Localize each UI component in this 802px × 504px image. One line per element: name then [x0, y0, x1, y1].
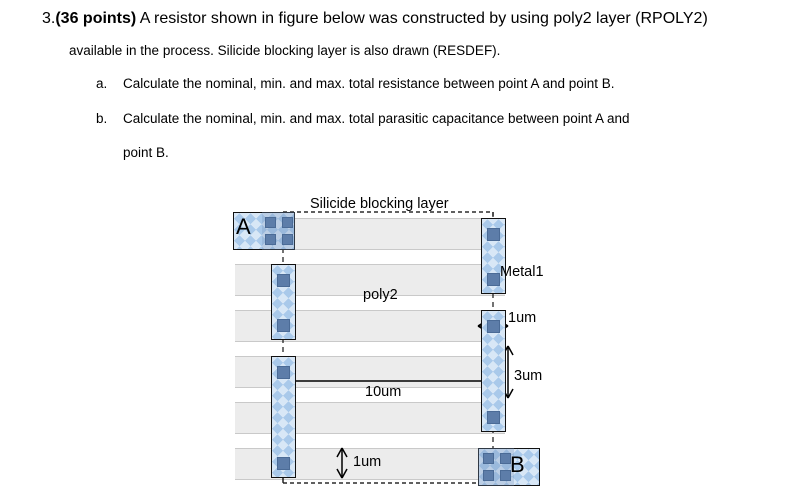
contact-a-3: [265, 234, 276, 245]
contact-a-2: [282, 217, 293, 228]
question-line-2: available in the process. Silicide block…: [69, 43, 501, 58]
part-b-letter: b.: [96, 111, 108, 126]
metal1-label: Metal1: [500, 264, 544, 280]
contact-a-1: [265, 217, 276, 228]
contact-a-4: [282, 234, 293, 245]
silicide-blocking-layer-label: Silicide blocking layer: [310, 196, 449, 212]
contact-right-2a: [487, 320, 500, 333]
metal-left-bar-2: [271, 356, 296, 478]
contact-right-1a: [487, 228, 500, 241]
contact-b-4: [500, 470, 511, 481]
question-points: (36 points): [55, 10, 137, 27]
question-line-1-text: A resistor shown in figure below was con…: [139, 10, 708, 27]
terminal-b-label: B: [510, 452, 525, 477]
part-a-text: Calculate the nominal, min. and max. tot…: [123, 76, 615, 91]
part-b-text: Calculate the nominal, min. and max. tot…: [123, 111, 630, 126]
contact-b-1: [483, 453, 494, 464]
dim-label-1um-vertical: 1um: [353, 454, 382, 470]
contact-left-1a: [277, 274, 290, 287]
terminal-a-label: A: [236, 214, 251, 239]
poly2-label: poly2: [363, 287, 398, 303]
question-part-a: a. Calculate the nominal, min. and max. t…: [96, 76, 615, 91]
question-part-b-cont: point B.: [123, 145, 169, 160]
resistor-layout-figure: A B Silicide blocking layer Metal1 poly2…: [0, 186, 802, 504]
question-number: 3.: [42, 10, 56, 27]
metal-right-bar-2: [481, 310, 506, 432]
dim-label-3um: 3um: [514, 368, 543, 384]
contact-b-2: [500, 453, 511, 464]
contact-b-3: [483, 470, 494, 481]
contact-right-1b: [487, 273, 500, 286]
contact-left-2b: [277, 457, 290, 470]
question-line-1: 3.(36 points) A resistor shown in figure…: [42, 10, 787, 28]
contact-left-1b: [277, 319, 290, 332]
contact-right-2b: [487, 411, 500, 424]
contact-left-2a: [277, 366, 290, 379]
dim-label-1um-horizontal: 1um: [508, 310, 537, 326]
dim-label-10um: 10um: [365, 384, 402, 400]
part-a-letter: a.: [96, 76, 108, 91]
question-part-b: b. Calculate the nominal, min. and max. t…: [96, 111, 630, 126]
